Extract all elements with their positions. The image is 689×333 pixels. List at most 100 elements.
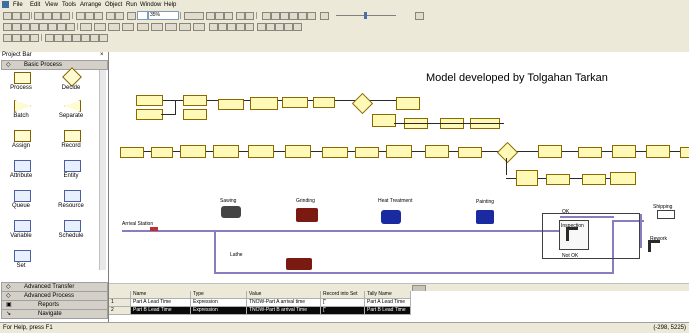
variable-icon[interactable]	[21, 34, 30, 42]
station-module-2[interactable]	[120, 147, 144, 158]
route-module-7[interactable]	[612, 145, 636, 158]
col-header-tally-name[interactable]: Tally Name	[365, 291, 411, 299]
speed-slider-thumb[interactable]	[364, 12, 367, 19]
text-color-icon[interactable]	[108, 23, 120, 31]
set-module-icon[interactable]	[14, 250, 31, 262]
menu-file[interactable]: File	[13, 2, 23, 8]
zoom-combo[interactable]: 35%	[148, 11, 179, 20]
polyline-icon[interactable]	[12, 23, 21, 31]
fast-forward-icon[interactable]	[280, 12, 289, 20]
resource-module-icon[interactable]	[64, 190, 81, 202]
batch-module-icon[interactable]	[14, 100, 31, 112]
close-icon[interactable]: ×	[100, 52, 104, 58]
rectangle-icon[interactable]	[39, 23, 48, 31]
station-module-1[interactable]	[250, 97, 278, 110]
entity-pic-icon[interactable]	[12, 34, 21, 42]
create-part-a-module[interactable]	[136, 95, 163, 106]
row-number[interactable]: 2	[109, 307, 131, 315]
cell-record-into-set[interactable]: ["	[321, 299, 365, 307]
dispose-module-2[interactable]	[680, 147, 689, 158]
print-preview-icon[interactable]	[43, 12, 52, 20]
paste-icon[interactable]	[94, 12, 103, 20]
copy-icon[interactable]	[85, 12, 94, 20]
record-module-4[interactable]	[516, 170, 538, 186]
route-module-6[interactable]	[458, 147, 482, 158]
assign-part-a-module[interactable]	[183, 95, 207, 106]
cell-name[interactable]: Part B Lead Time	[131, 307, 191, 315]
global-icon[interactable]	[30, 34, 39, 42]
menu-view[interactable]: View	[45, 2, 58, 8]
variable-module-icon[interactable]	[14, 220, 31, 232]
transporter-icon[interactable]	[245, 23, 254, 31]
route-module-8[interactable]	[546, 174, 570, 185]
attribute-module-icon[interactable]	[14, 160, 31, 172]
line-width-icon[interactable]	[137, 23, 149, 31]
align-right-icon[interactable]	[54, 34, 63, 42]
line-icon[interactable]	[3, 23, 12, 31]
align-top-icon[interactable]	[63, 34, 72, 42]
menu-arrange[interactable]: Arrange	[80, 2, 102, 8]
menu-run[interactable]: Run	[126, 2, 138, 8]
station-icon[interactable]	[215, 12, 224, 20]
save-icon[interactable]	[21, 12, 30, 20]
station-module-5[interactable]	[386, 145, 412, 158]
record-module-2[interactable]	[372, 114, 396, 127]
col-header-type[interactable]: Type	[191, 291, 247, 299]
process-module-2[interactable]	[313, 97, 335, 108]
resource-pic-icon[interactable]	[3, 34, 12, 42]
queue-module-icon[interactable]	[14, 190, 31, 202]
go-icon[interactable]	[262, 12, 271, 20]
layer-combo[interactable]	[184, 12, 204, 20]
line-style-icon[interactable]	[151, 23, 163, 31]
text-icon[interactable]	[66, 23, 75, 31]
line-color-icon[interactable]	[80, 23, 92, 31]
layers-icon[interactable]	[61, 12, 70, 20]
seize-icon[interactable]	[227, 23, 236, 31]
space-across-icon[interactable]	[81, 34, 90, 42]
menu-tools[interactable]: Tools	[62, 2, 77, 8]
row-number[interactable]: 1	[109, 299, 131, 307]
new-icon[interactable]	[3, 12, 12, 20]
route-icon[interactable]	[224, 12, 233, 20]
station-module-3[interactable]	[180, 145, 206, 158]
route-module-4[interactable]	[248, 145, 274, 158]
separate-module-icon[interactable]	[64, 100, 81, 112]
snap-icon[interactable]	[245, 12, 254, 20]
model-canvas[interactable]	[109, 52, 689, 283]
menu-help[interactable]: Help	[164, 2, 177, 8]
make-same-size-icon[interactable]	[99, 34, 108, 42]
process-module-3[interactable]	[213, 145, 239, 158]
fill-color-icon[interactable]	[94, 23, 106, 31]
route-module-3[interactable]	[151, 147, 173, 158]
cell-type[interactable]: Expression	[191, 307, 247, 315]
decide-module-icon[interactable]	[62, 67, 82, 87]
pause-icon[interactable]	[289, 12, 298, 20]
cell-tally-name[interactable]: Part A Lead Time	[365, 299, 411, 307]
route-module-1[interactable]	[218, 99, 244, 110]
process-module-5[interactable]	[425, 145, 449, 158]
ellipse-icon[interactable]	[48, 23, 57, 31]
canvas-horizontal-scrollbar[interactable]	[109, 283, 689, 292]
check-icon[interactable]	[320, 12, 329, 20]
panel-scrollbar[interactable]	[99, 70, 106, 270]
queue-icon[interactable]	[209, 23, 218, 31]
col-header-record-into-set[interactable]: Record into Set	[321, 291, 365, 299]
assign-part-b-module[interactable]	[183, 109, 207, 120]
storage-icon[interactable]	[218, 23, 227, 31]
help-icon[interactable]	[415, 12, 424, 20]
cut-icon[interactable]	[76, 12, 85, 20]
fill-pattern-icon[interactable]	[179, 23, 191, 31]
screen-icon[interactable]	[127, 12, 136, 20]
process-module-icon[interactable]	[14, 72, 31, 84]
start-over-icon[interactable]	[298, 12, 307, 20]
grid-icon[interactable]	[236, 12, 245, 20]
process-module-1[interactable]	[282, 97, 308, 108]
print-icon[interactable]	[34, 12, 43, 20]
level-icon[interactable]	[275, 23, 284, 31]
polygon-icon[interactable]	[57, 23, 66, 31]
menu-window[interactable]: Window	[140, 2, 162, 8]
col-header-name[interactable]: Name	[131, 291, 191, 299]
app-icon[interactable]	[2, 1, 9, 8]
parking-icon[interactable]	[236, 23, 245, 31]
record-module-3[interactable]	[538, 145, 562, 158]
